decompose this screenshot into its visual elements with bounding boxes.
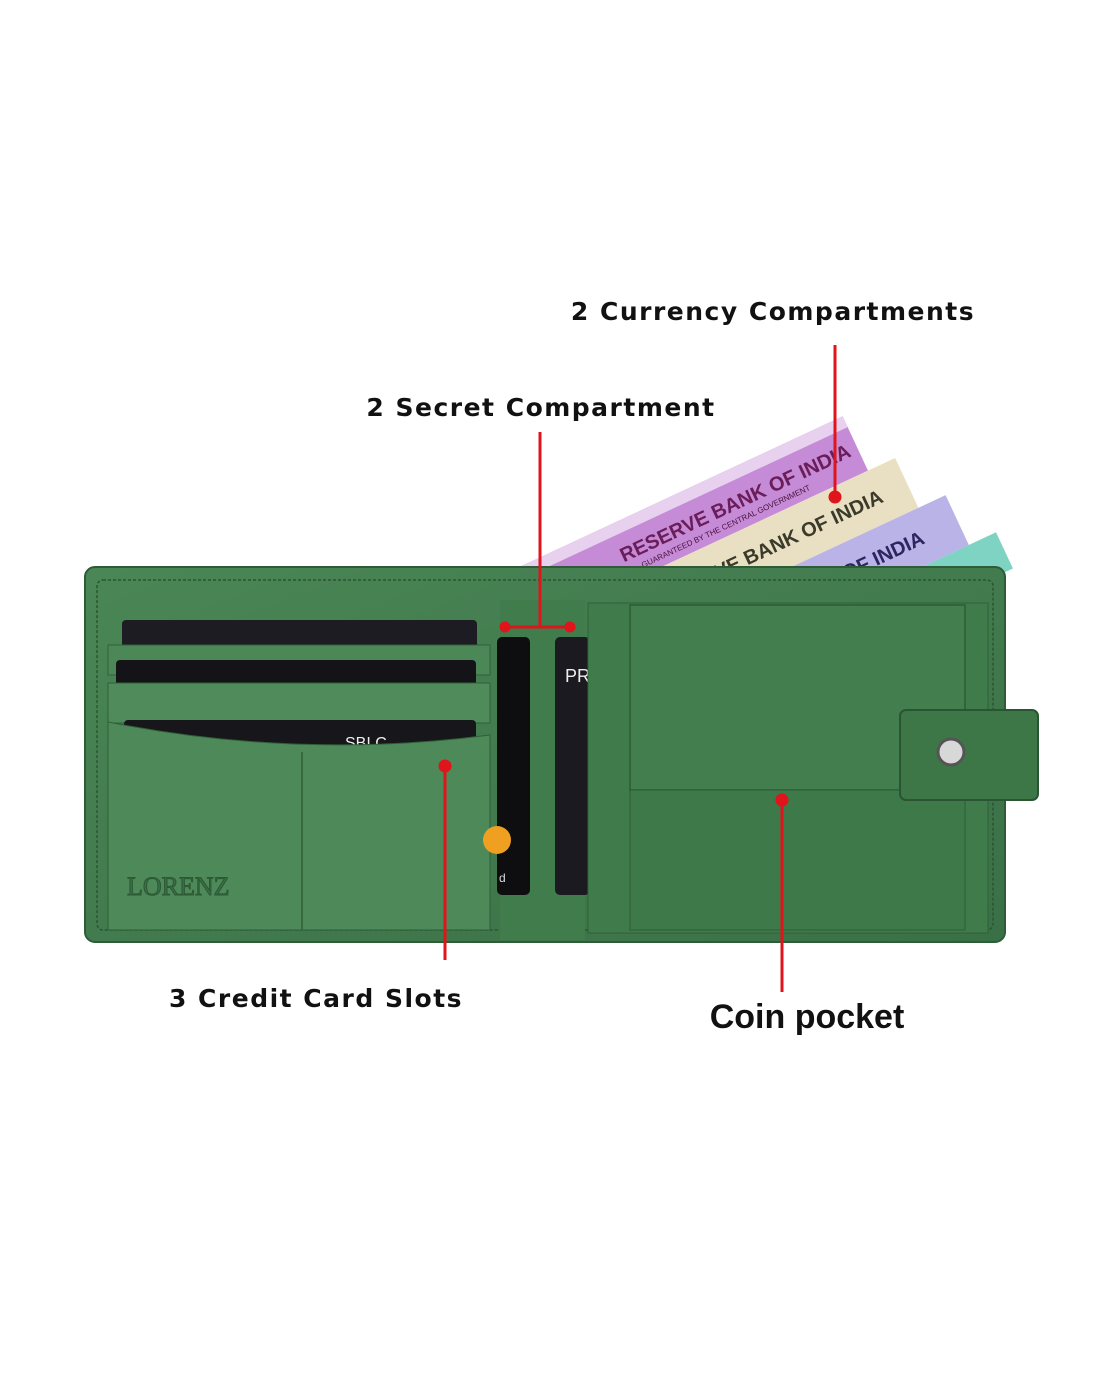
brand-emboss: LORENZ: [127, 872, 230, 901]
card-text-pr: PR: [565, 666, 590, 686]
label-secret-compartment: 2 Secret Compartment: [366, 393, 716, 422]
card-slot-pocket: [107, 721, 491, 931]
snap-tab: [899, 709, 1039, 801]
snap-button-icon: [936, 737, 966, 767]
card-text-d: d: [499, 871, 506, 885]
label-coin-pocket: Coin pocket: [709, 998, 905, 1036]
label-credit-card-slots: 3 Credit Card Slots: [168, 984, 464, 1013]
label-currency-compartments: 2 Currency Compartments: [570, 297, 976, 326]
annotation-lines: [438, 345, 842, 992]
